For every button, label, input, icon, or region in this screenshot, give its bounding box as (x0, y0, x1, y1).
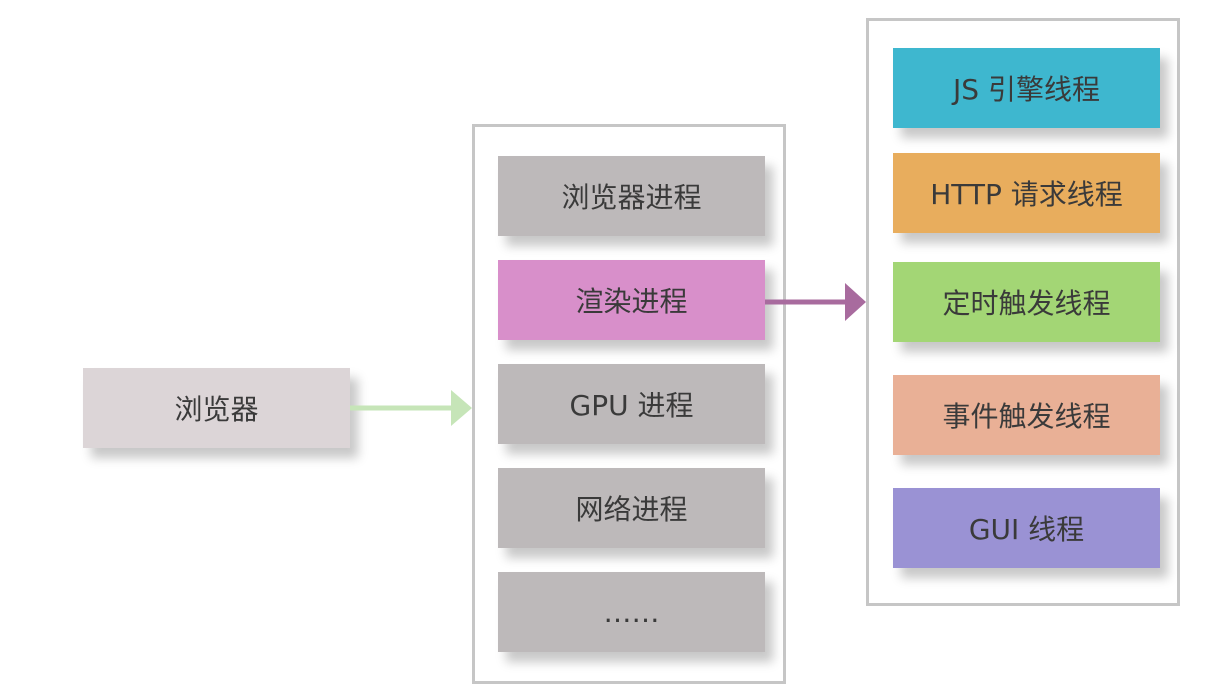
arrow-browser-to-processes-head (451, 390, 472, 426)
process-label: GPU 进程 (569, 389, 694, 422)
process-box-more: …… (498, 572, 765, 652)
process-label: …… (603, 595, 660, 629)
thread-label: HTTP 请求线程 (930, 178, 1123, 211)
thread-label: 事件触发线程 (942, 400, 1111, 433)
arrow-render-to-threads-head (845, 283, 866, 321)
thread-label: GUI 线程 (968, 513, 1085, 546)
process-label: 渲染进程 (575, 285, 688, 318)
thread-box-gui: GUI 线程 (893, 488, 1160, 568)
thread-box-js-engine: JS 引擎线程 (893, 48, 1160, 128)
process-label: 网络进程 (575, 493, 688, 526)
process-box-browser: 浏览器进程 (498, 156, 765, 236)
process-box-gpu: GPU 进程 (498, 364, 765, 444)
thread-label: JS 引擎线程 (953, 73, 1100, 106)
browser-label: 浏览器 (174, 393, 259, 426)
thread-box-timer: 定时触发线程 (893, 262, 1160, 342)
process-box-network: 网络进程 (498, 468, 765, 548)
thread-box-http-request: HTTP 请求线程 (893, 153, 1160, 233)
process-label: 浏览器进程 (561, 181, 702, 214)
browser-box: 浏览器 (83, 368, 350, 448)
thread-box-event: 事件触发线程 (893, 375, 1160, 455)
process-box-renderer: 渲染进程 (498, 260, 765, 340)
arrow-browser-to-processes (350, 390, 472, 426)
thread-label: 定时触发线程 (942, 287, 1111, 320)
